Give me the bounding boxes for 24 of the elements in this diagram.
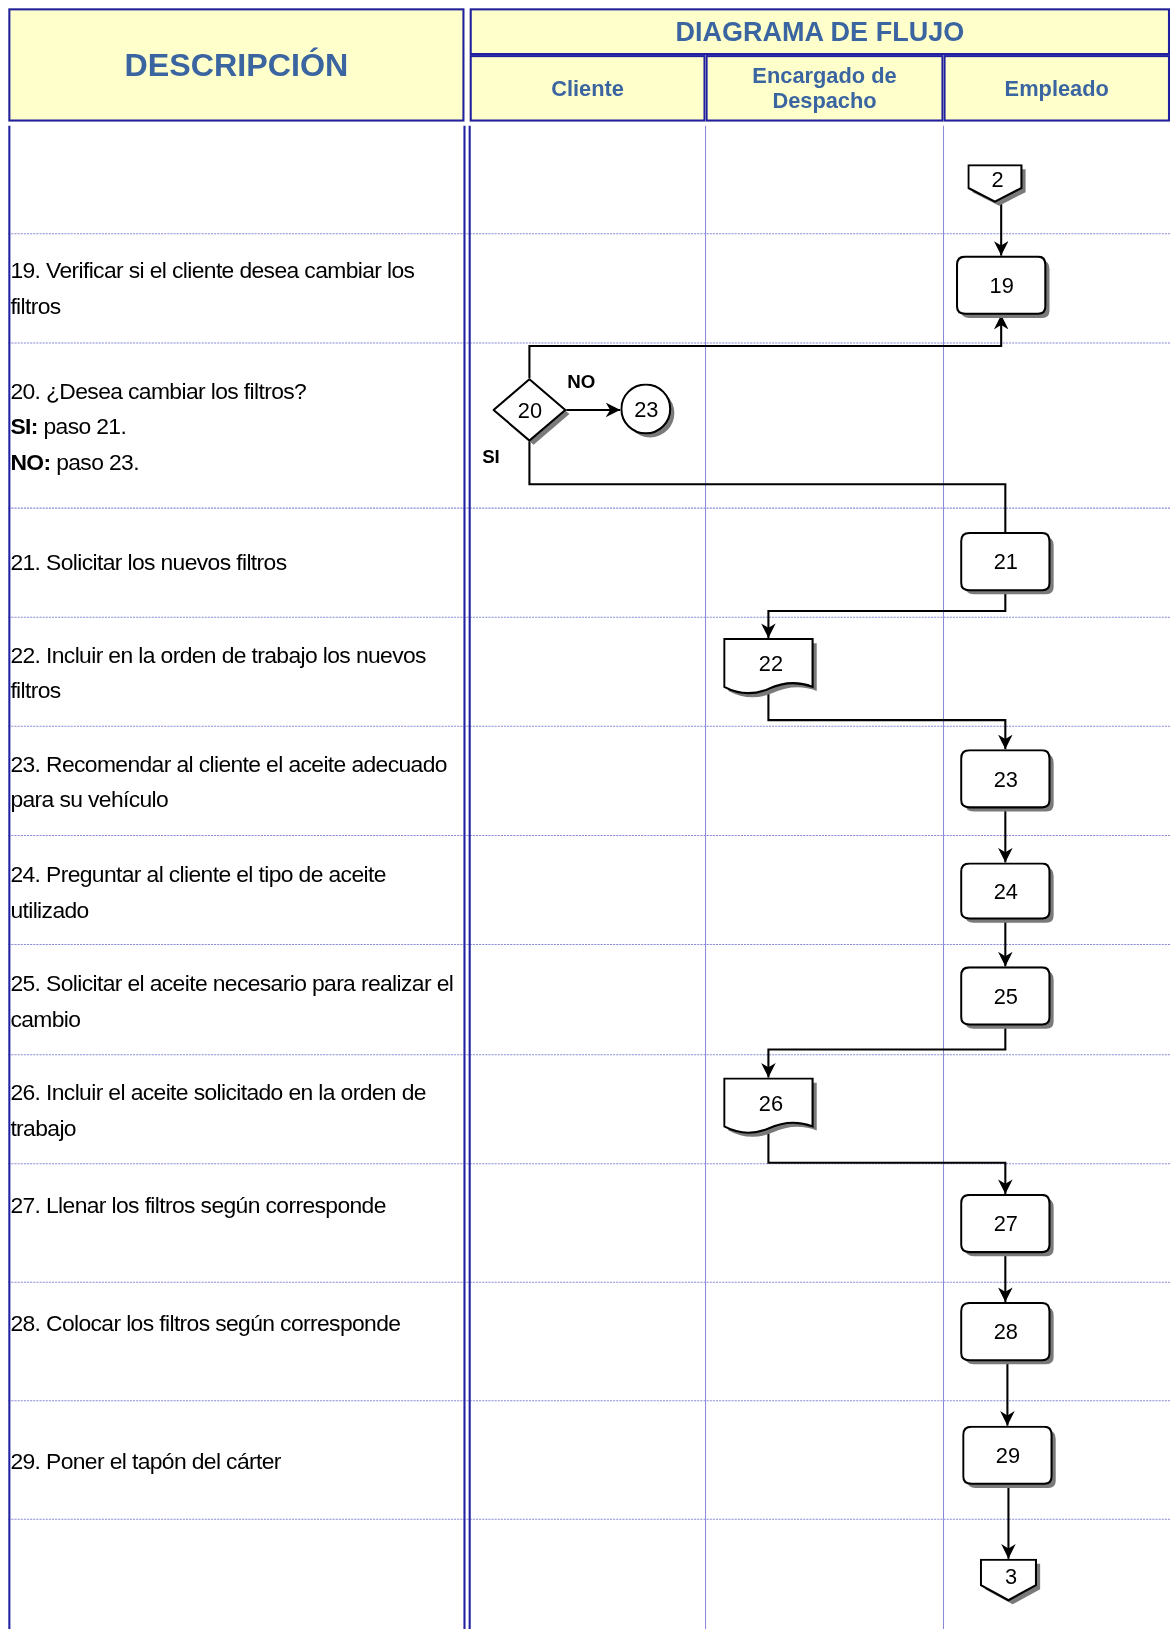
column-header: Empleado — [943, 55, 1170, 122]
step-description: 25. Solicitar el aceite necesario para realizar el cambio — [10, 969, 455, 1034]
step-description: 22. Incluir en la orden de trabajo los nuevos filtros — [10, 641, 427, 706]
column-header: Encargado de Despacho — [705, 55, 944, 122]
arrow — [1000, 1361, 1015, 1426]
step-description: 24. Preguntar al cliente el tipo de aceite utilizado — [10, 860, 387, 925]
column-header: DESCRIPCIÓN — [8, 8, 465, 122]
step-description: 26. Incluir el aceite solicitado en la orden de trabajo — [10, 1078, 427, 1143]
arrow — [998, 1253, 1013, 1302]
step-description: 27. Llenar los filtros según corresponde — [10, 1190, 387, 1220]
step-description: 28. Colocar los filtros según corresponde — [10, 1309, 402, 1339]
column-header: DIAGRAMA DE FLUJO — [469, 8, 1170, 56]
step-description: 20. ¿Desea cambiar los filtros? — [10, 377, 308, 407]
step-description: NO: paso 23. — [10, 447, 140, 477]
step-description: 19. Verificar si el cliente desea cambiar los filtros — [10, 256, 416, 321]
step-description: 29. Poner el tapón del cárter — [10, 1447, 282, 1477]
step-description: SI: paso 21. — [10, 412, 128, 442]
connector-line — [528, 441, 1007, 532]
column-header: Cliente — [469, 55, 706, 122]
step-description: 23. Recomendar al cliente el aceite adecuado para su vehículo — [10, 750, 448, 815]
arrow — [993, 202, 1009, 256]
arrow — [566, 402, 621, 418]
arrow — [761, 591, 1007, 638]
step-description: 21. Solicitar los nuevos filtros — [10, 548, 288, 578]
